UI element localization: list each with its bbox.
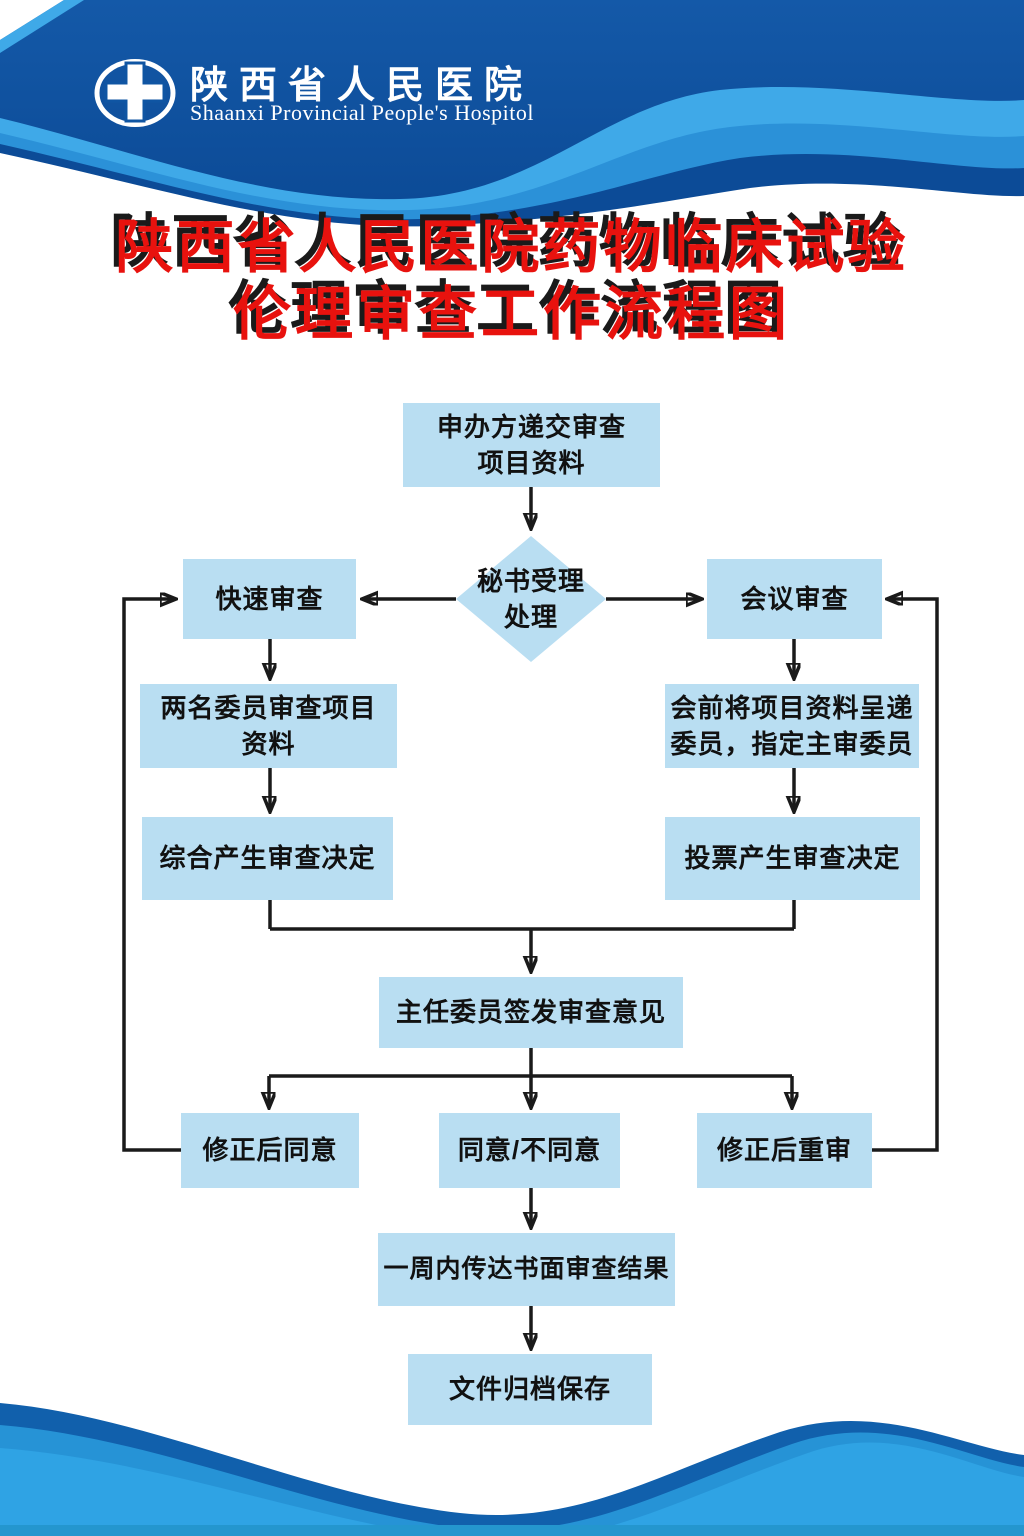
flow-node-fast-review: 快速审查	[183, 559, 356, 639]
poster-title: 陕西省人民医院药物临床试验 伦理审查工作流程图	[0, 214, 1024, 349]
flow-node-chairman-sign: 主任委员签发审查意见	[379, 977, 683, 1048]
poster-title-line1: 陕西省人民医院药物临床试验	[115, 215, 909, 280]
flow-node-submit: 申办方递交审查 项目资料	[403, 403, 660, 487]
flow-node-vote-decision: 投票产生审查决定	[665, 817, 920, 900]
flow-node-pre-meeting: 会前将项目资料呈递 委员，指定主审委员	[665, 684, 919, 768]
header-corner-stripe	[0, 0, 84, 53]
flow-node-secretary: 秘书受理 处理	[476, 565, 585, 632]
flow-node-rereview-after-revision: 修正后重审	[697, 1113, 872, 1188]
flow-node-archive: 文件归档保存	[408, 1354, 652, 1425]
header-wave-main	[0, 0, 1024, 200]
flow-node-approve-after-revision: 修正后同意	[181, 1113, 359, 1188]
poster-title-line2: 伦理审查工作流程图	[232, 282, 791, 348]
flow-node-notify-result: 一周内传达书面审查结果	[378, 1233, 675, 1306]
header-wave-graphic	[0, 0, 1024, 227]
footer-wave-light	[0, 1442, 1024, 1536]
hospital-name-en: Shaanxi Provincial People's Hospitol	[190, 100, 534, 125]
flow-node-meeting-review: 会议审查	[707, 559, 882, 639]
flow-node-two-members: 两名委员审查项目 资料	[140, 684, 397, 768]
flow-node-comprehensive-decision: 综合产生审查决定	[142, 817, 393, 900]
hospital-logo-cross-icon	[94, 59, 176, 127]
flow-node-agree-disagree: 同意/不同意	[439, 1113, 620, 1188]
footer-bottom-strip	[0, 1525, 1024, 1536]
hospital-name-zh: 陕西省人民医院	[190, 65, 534, 107]
footer-wave-graphic	[0, 1403, 1024, 1536]
